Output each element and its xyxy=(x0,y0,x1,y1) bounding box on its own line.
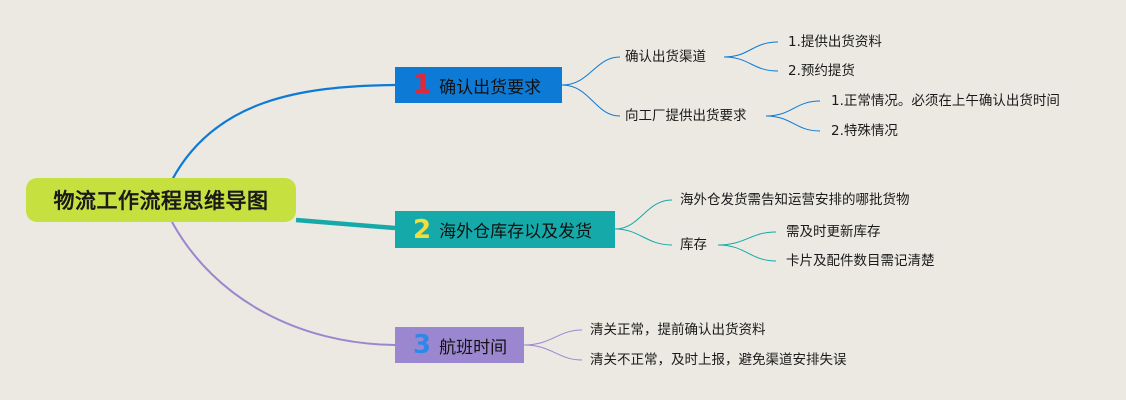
root-topic[interactable]: 物流工作流程思维导图 xyxy=(26,178,296,222)
link-channel-leaf-1 xyxy=(723,41,779,58)
link-channel-leaf-2 xyxy=(723,56,779,72)
branch-topic-1[interactable]: 1 确认出货要求 xyxy=(395,67,562,103)
link-b3-normal xyxy=(523,329,583,346)
link-root-branch-3 xyxy=(171,221,396,346)
branch-label-3: 航班时间 xyxy=(439,337,508,358)
link-b2-stock xyxy=(614,228,673,246)
branch-number-1: 1 xyxy=(413,70,432,100)
link-root-branch-2 xyxy=(295,217,396,231)
link-factory-leaf-1 xyxy=(765,100,821,117)
leaf-book-pickup[interactable]: 2.预约提货 xyxy=(788,63,855,79)
subtopic-stock[interactable]: 库存 xyxy=(680,237,707,253)
leaf-provide-documents[interactable]: 1.提供出货资料 xyxy=(788,34,882,50)
branch-topic-2[interactable]: 2 海外仓库存以及发货 xyxy=(395,211,615,248)
link-stock-leaf-2 xyxy=(717,244,777,262)
link-stock-leaf-1 xyxy=(717,231,777,246)
branch-topic-3[interactable]: 3 航班时间 xyxy=(395,327,524,363)
link-b2-notice xyxy=(614,199,673,230)
subtopic-overseas-notice[interactable]: 海外仓发货需告知运营安排的哪批货物 xyxy=(680,192,910,208)
leaf-record-cards[interactable]: 卡片及配件数目需记清楚 xyxy=(786,253,935,269)
branch-number-3: 3 xyxy=(413,330,432,360)
branch-number-2: 2 xyxy=(413,214,432,245)
subtopic-confirm-channel[interactable]: 确认出货渠道 xyxy=(625,49,706,65)
leaf-update-stock[interactable]: 需及时更新库存 xyxy=(786,224,881,240)
branch-label-2: 海外仓库存以及发货 xyxy=(439,222,593,242)
link-root-branch-1 xyxy=(171,83,396,181)
leaf-customs-abnormal[interactable]: 清关不正常，及时上报，避免渠道安排失误 xyxy=(590,352,847,368)
branch-label-1: 确认出货要求 xyxy=(439,77,542,98)
link-b1-confirm-channel xyxy=(561,56,621,86)
link-b1-factory xyxy=(561,84,621,117)
link-b3-abnormal xyxy=(523,344,583,361)
leaf-customs-normal[interactable]: 清关正常，提前确认出货资料 xyxy=(590,322,766,338)
link-factory-leaf-2 xyxy=(765,115,821,132)
leaf-special-case[interactable]: 2.特殊情况 xyxy=(831,123,898,139)
subtopic-factory-requirements[interactable]: 向工厂提供出货要求 xyxy=(625,108,747,124)
leaf-normal-case[interactable]: 1.正常情况。必须在上午确认出货时间 xyxy=(831,93,1060,109)
